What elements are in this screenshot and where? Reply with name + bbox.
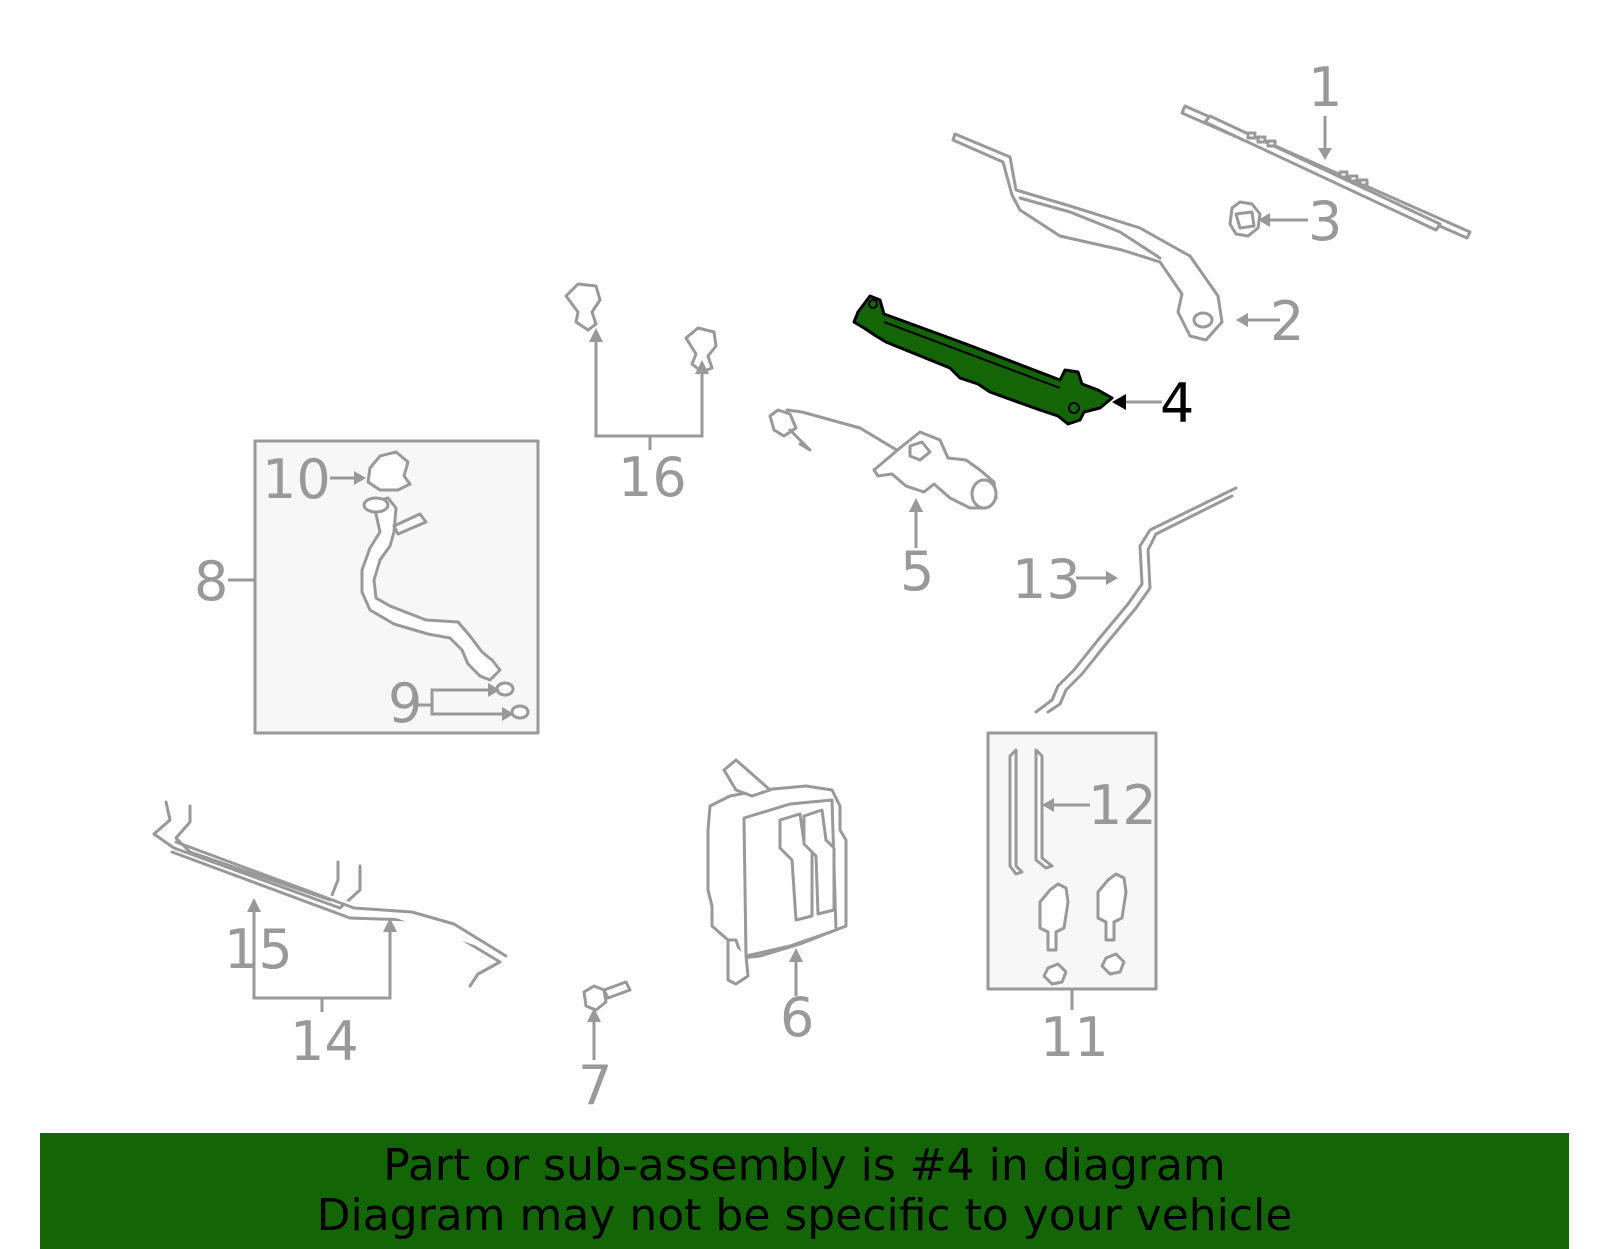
part-4-wiper-linkage[interactable] (852, 294, 1114, 426)
part-10-cap[interactable] (366, 450, 412, 492)
part-15-hose[interactable] (152, 800, 362, 910)
part-11-pumps[interactable] (1038, 872, 1128, 986)
part-14-hose[interactable] (170, 840, 508, 988)
part-16-nozzles[interactable] (564, 282, 718, 374)
part-6-washer-reservoir[interactable] (706, 758, 848, 986)
banner-line-2: Diagram may not be specific to your vehi… (316, 1190, 1293, 1241)
callout-12: 12 (1088, 774, 1157, 837)
callout-7: 7 (578, 1054, 612, 1117)
callout-9: 9 (388, 672, 422, 735)
callout-13: 13 (1012, 548, 1081, 611)
callout-1: 1 (1308, 56, 1342, 119)
banner-line-1: Part or sub-assembly is #4 in diagram (383, 1140, 1226, 1191)
callout-6: 6 (780, 986, 814, 1049)
callout-10: 10 (262, 448, 331, 511)
callout-11: 11 (1040, 1006, 1109, 1069)
part-1-wiper-blade[interactable] (1180, 104, 1472, 240)
callout-16: 16 (618, 446, 687, 509)
callout-2: 2 (1270, 290, 1304, 353)
callout-4: 4 (1160, 372, 1194, 435)
part-13-hose[interactable] (1034, 486, 1238, 714)
part-5-wiper-motor[interactable] (768, 408, 998, 510)
callout-5: 5 (900, 540, 934, 603)
part-12-tubes[interactable] (1008, 748, 1054, 876)
part-7-bolt[interactable] (582, 980, 632, 1012)
callout-15: 15 (224, 918, 293, 981)
callout-14: 14 (290, 1010, 359, 1073)
info-banner: Part or sub-assembly is #4 in diagram Di… (40, 1133, 1569, 1249)
part-3-nut[interactable] (1228, 200, 1262, 238)
part-8-filler-tube[interactable] (360, 496, 502, 682)
callout-8: 8 (194, 550, 228, 613)
leader-lines (228, 116, 1332, 1060)
callout-3: 3 (1308, 190, 1342, 253)
part-9-o-rings[interactable] (495, 681, 530, 720)
part-2-wiper-arm[interactable] (951, 132, 1224, 342)
